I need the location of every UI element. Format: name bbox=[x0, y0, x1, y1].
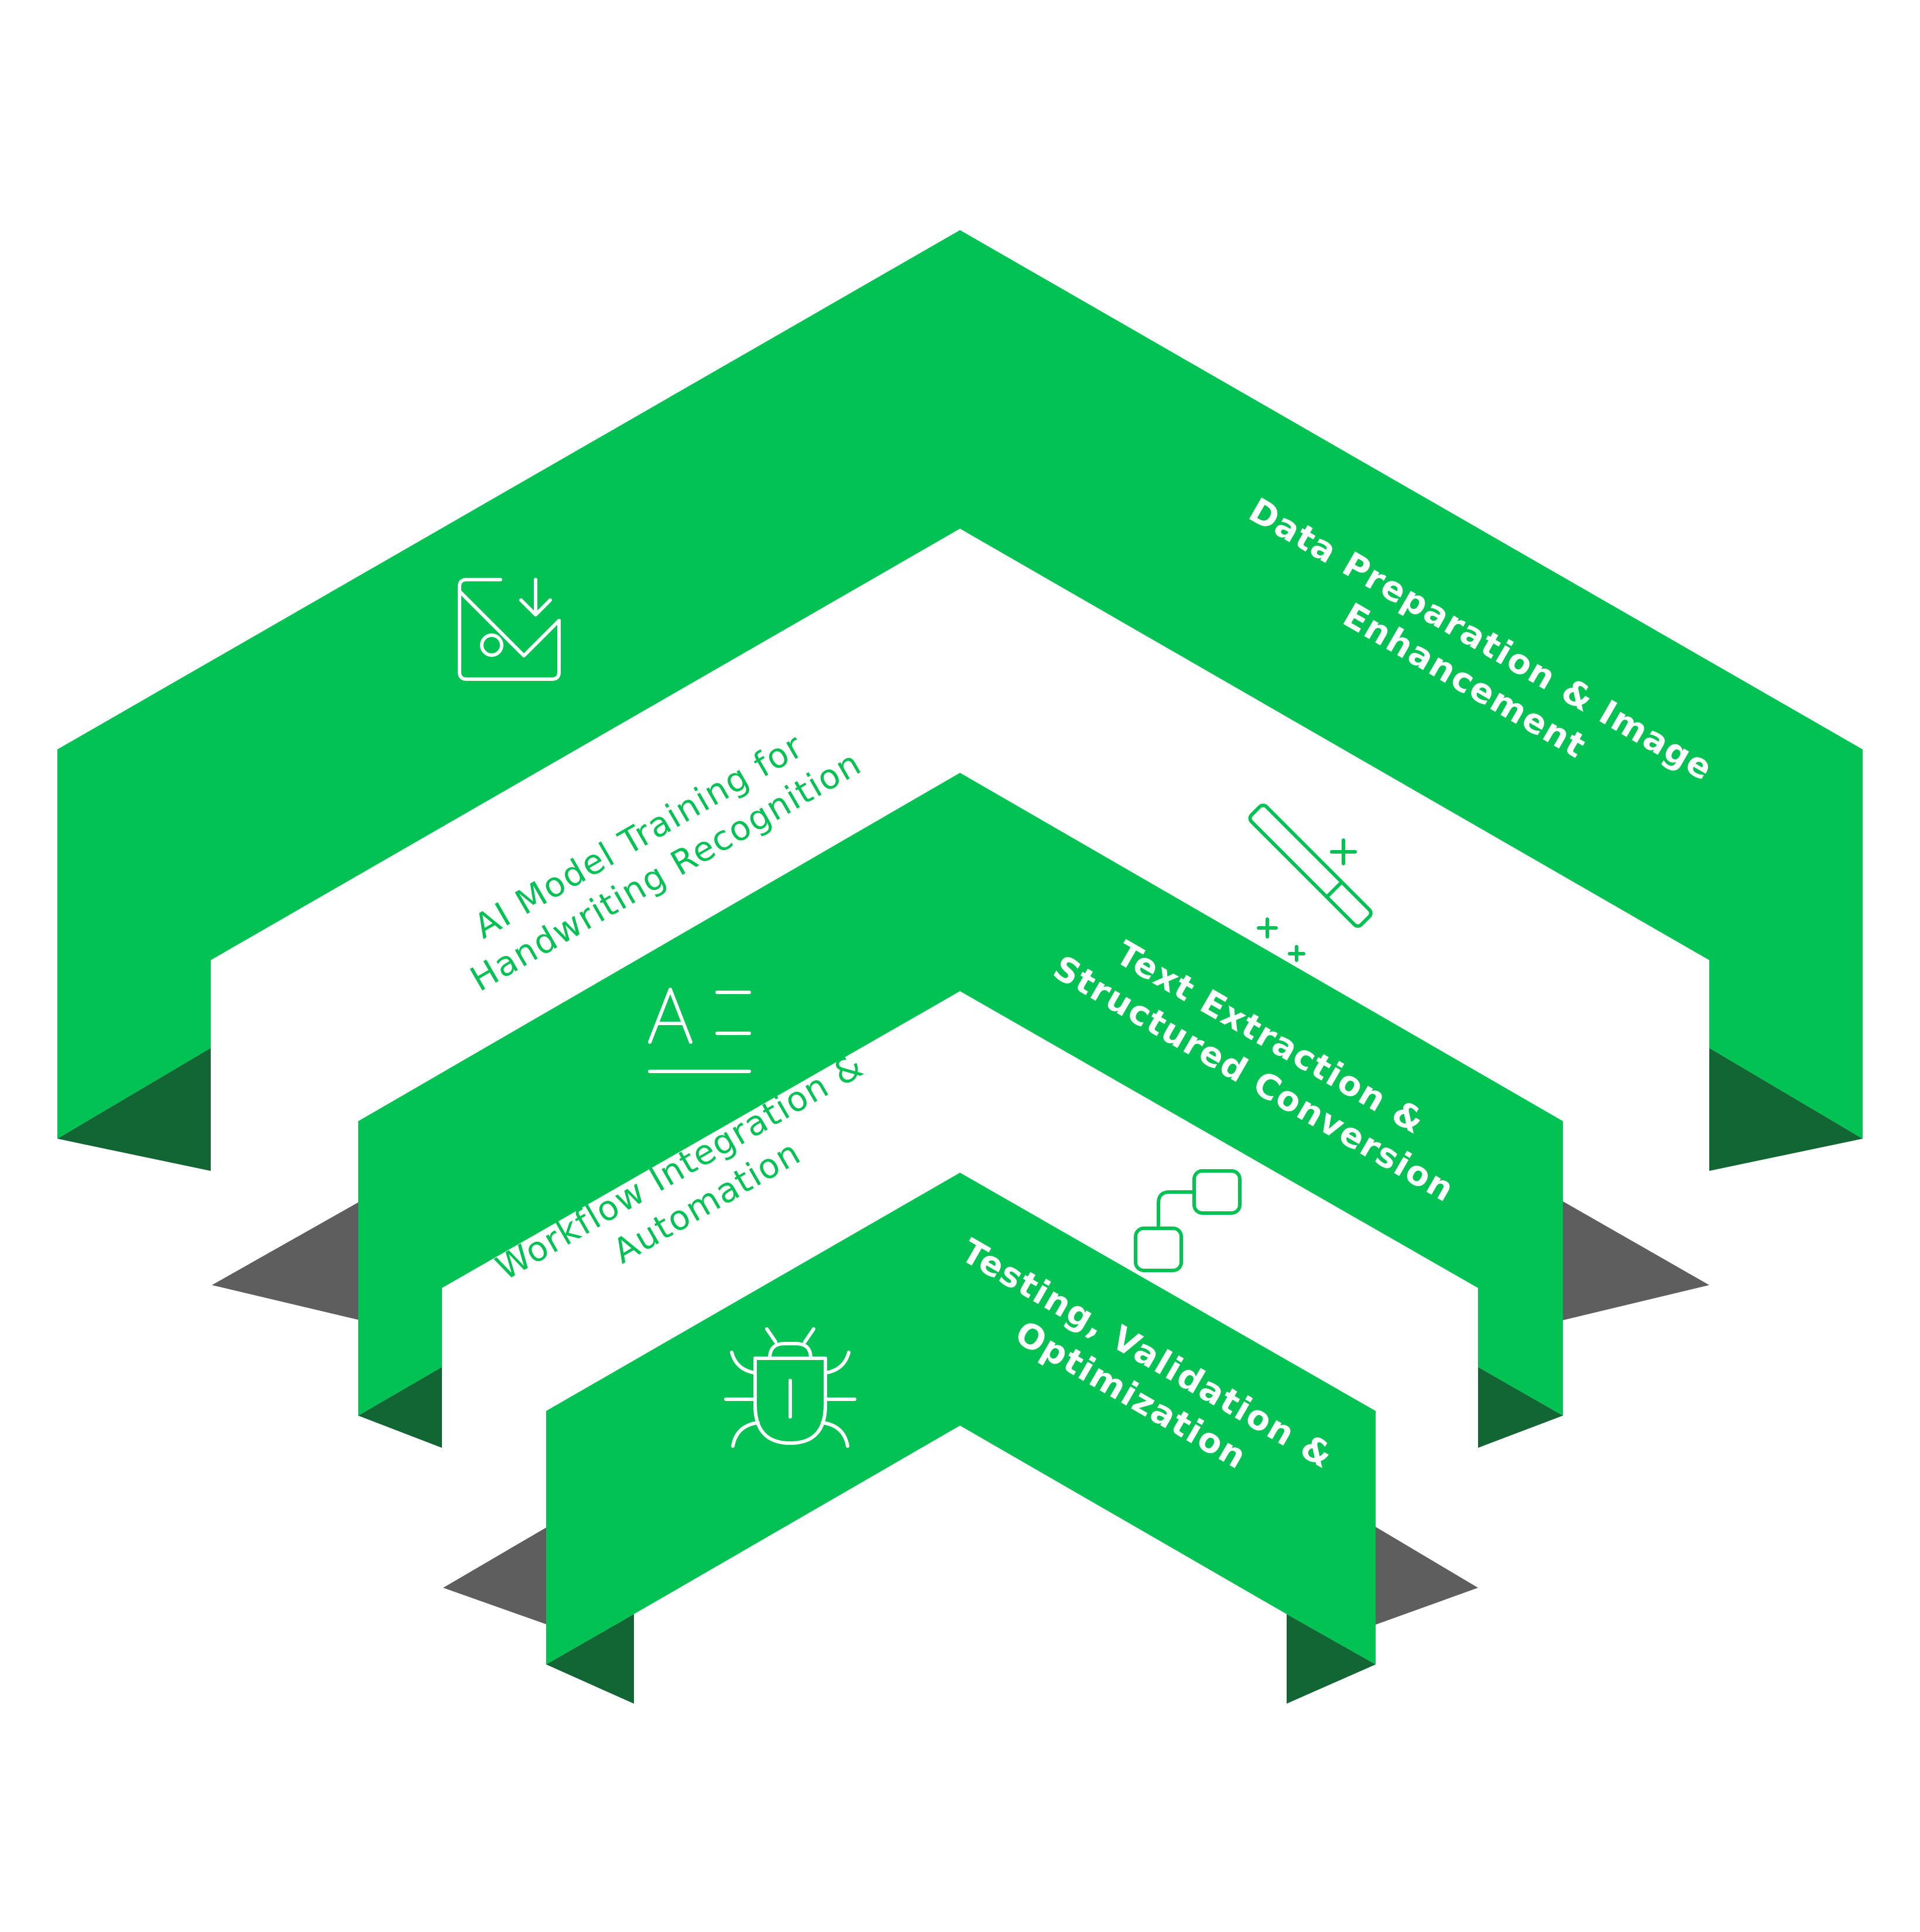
chevron-1 bbox=[57, 230, 1863, 1171]
image-download-icon bbox=[458, 578, 561, 681]
chevron-2 bbox=[212, 773, 1709, 1448]
bug-icon bbox=[724, 1327, 856, 1448]
workflow-nodes-icon bbox=[1134, 1169, 1242, 1272]
chevron-3 bbox=[443, 1173, 1478, 1704]
text-align-icon bbox=[648, 988, 751, 1073]
magic-wand-icon bbox=[1248, 803, 1373, 962]
